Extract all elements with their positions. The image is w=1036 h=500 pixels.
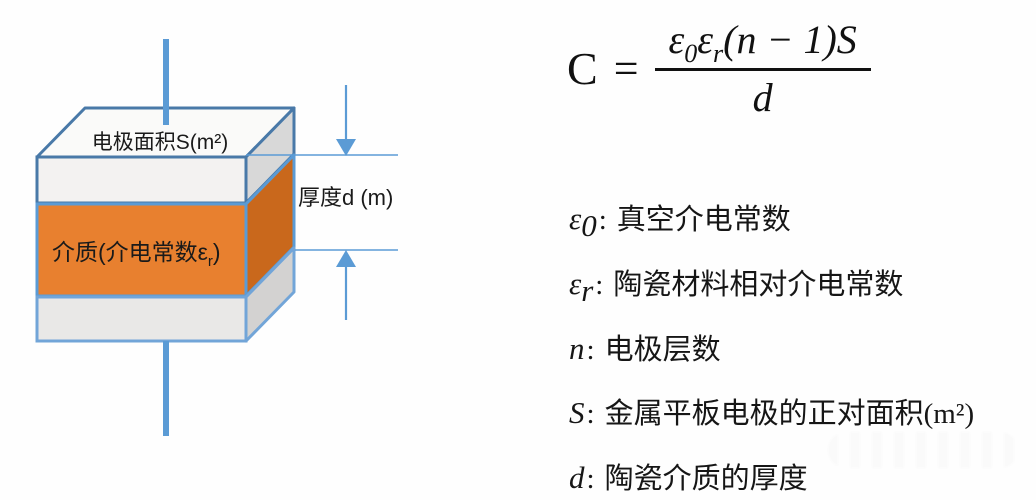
capacitance-formula: C = ε0εr(n − 1)S d xyxy=(567,16,871,121)
definition-d: d:陶瓷介质的厚度 xyxy=(569,460,808,496)
top-lead-wire xyxy=(163,39,169,125)
thickness-label: 厚度d (m) xyxy=(298,185,393,210)
bottom-electrode-front-face xyxy=(35,295,248,343)
formula-numerator: ε0εr(n − 1)S xyxy=(668,17,857,68)
down-arrow-icon xyxy=(336,139,356,156)
fraction-bar xyxy=(654,68,871,71)
definition-epsilon-r: εr:陶瓷材料相对介电常数 xyxy=(569,265,904,308)
dielectric-front-face xyxy=(35,202,248,298)
definition-n: n:电极层数 xyxy=(569,330,721,366)
capacitor-diagram: 电极面积S(m²) 介质(介电常数εr) 厚度d (m) xyxy=(35,39,398,436)
formula-fraction: ε0εr(n − 1)S d xyxy=(654,16,871,121)
variable-definitions: ε0:真空介电常数 εr:陶瓷材料相对介电常数 n:电极层数 S:金属平板电极的… xyxy=(569,190,974,500)
definition-s: S:金属平板电极的正对面积(m²) xyxy=(569,395,975,431)
formula-lhs: C xyxy=(567,43,600,94)
watermark xyxy=(828,432,1018,468)
bottom-lead-wire xyxy=(163,341,169,436)
dielectric-label: 介质(介电常数εr) xyxy=(52,239,221,270)
up-arrow-icon xyxy=(336,250,356,267)
definition-epsilon0: ε0:真空介电常数 xyxy=(569,201,791,243)
electrode-area-label: 电极面积S(m²) xyxy=(92,131,228,154)
top-electrode-front-face xyxy=(35,155,248,205)
formula-denominator: d xyxy=(752,75,773,120)
equals-sign: = xyxy=(613,44,639,93)
